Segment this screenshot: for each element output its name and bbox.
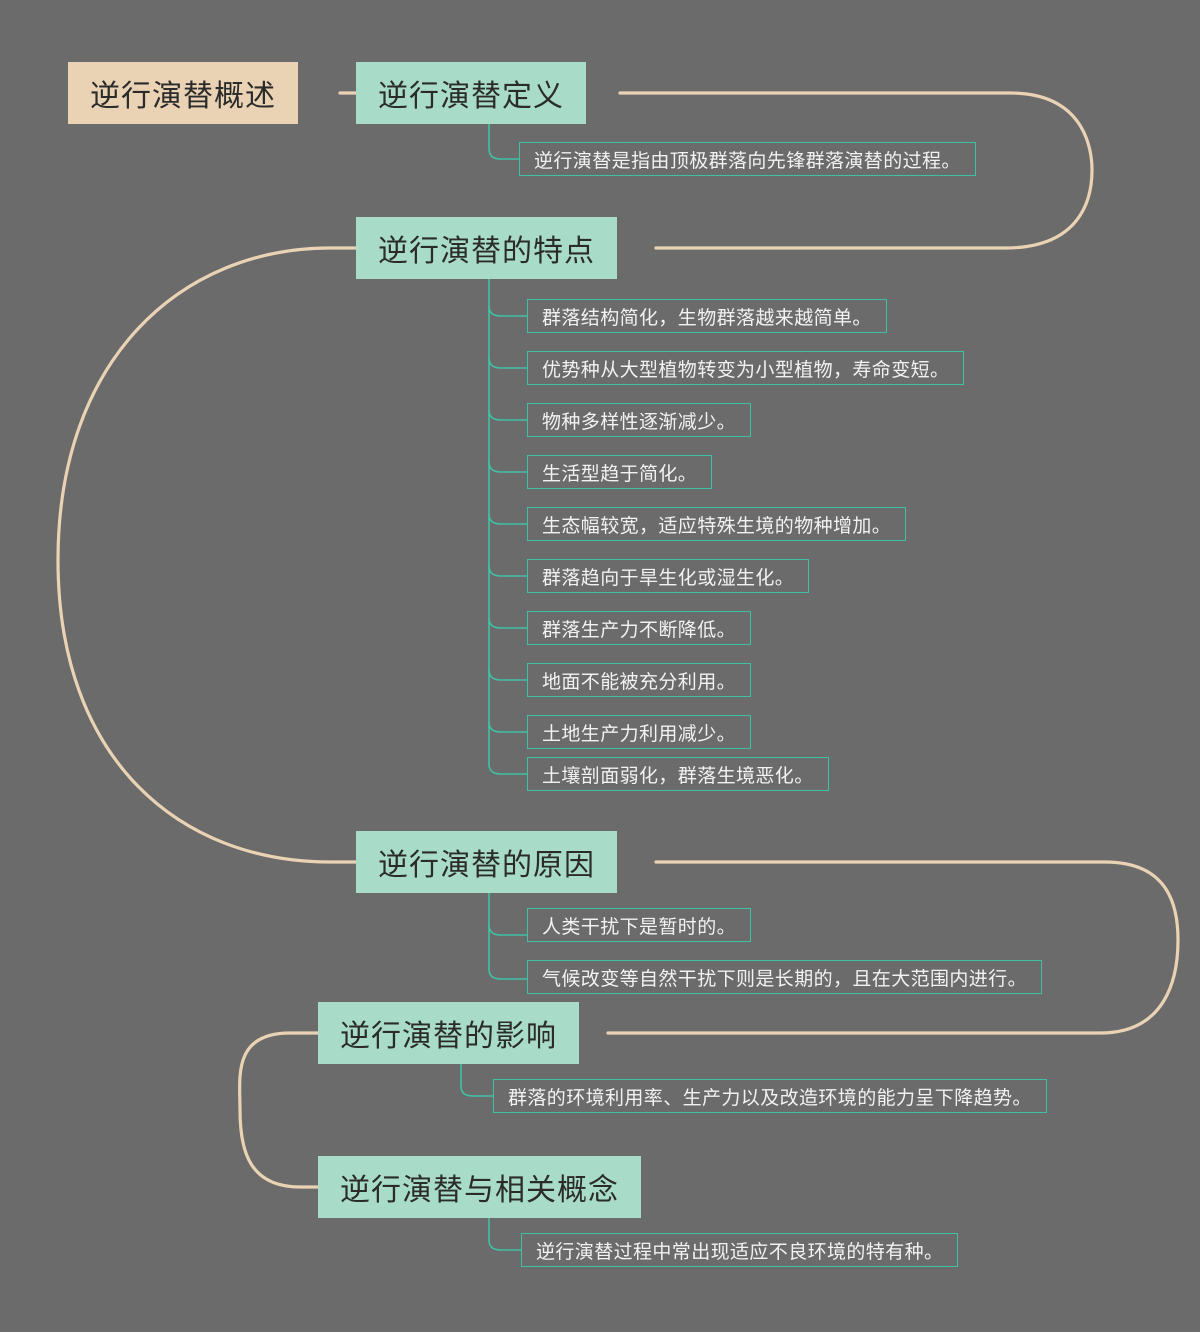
leaf-connector-definition-0 xyxy=(488,123,520,160)
leaf-node-features-9[interactable]: 土壤剖面弱化，群落生境恶化。 xyxy=(527,757,829,791)
leaf-node-features-8-label: 土地生产力利用减少。 xyxy=(542,723,737,745)
connector-causes-to-effects xyxy=(606,860,1180,1035)
connector-features-to-causes xyxy=(56,246,358,864)
leaf-node-effects-0-label: 群落的环境利用率、生产力以及改造环境的能力呈下降趋势。 xyxy=(508,1087,1032,1109)
leaf-connector-features-8 xyxy=(488,721,528,733)
leaf-connector-causes-1 xyxy=(488,968,528,980)
leaf-node-related-concepts-0[interactable]: 逆行演替过程中常出现适应不良环境的特有种。 xyxy=(521,1233,959,1267)
leaf-connector-features-1 xyxy=(488,357,528,369)
leaf-connector-features-2 xyxy=(488,409,528,421)
leaf-node-features-0-label: 群落结构简化，生物群落越来越简单。 xyxy=(542,307,872,329)
leaf-node-features-4[interactable]: 生态幅较宽，适应特殊生境的物种增加。 xyxy=(527,507,907,541)
branch-node-definition-label: 逆行演替定义 xyxy=(378,80,564,113)
leaf-connector-features-5 xyxy=(488,565,528,577)
leaf-node-features-5-label: 群落趋向于旱生化或湿生化。 xyxy=(542,567,795,589)
branch-node-effects-label: 逆行演替的影响 xyxy=(340,1020,557,1053)
leaf-node-causes-0[interactable]: 人类干扰下是暂时的。 xyxy=(527,908,752,942)
branch-node-definition[interactable]: 逆行演替定义 xyxy=(356,62,586,124)
connector-effects-to-concepts xyxy=(238,1031,320,1189)
leaf-node-features-6[interactable]: 群落生产力不断降低。 xyxy=(527,611,752,645)
leaf-node-features-2-label: 物种多样性逐渐减少。 xyxy=(542,411,737,433)
leaf-connector-features-0 xyxy=(488,305,528,317)
leaf-node-features-8[interactable]: 土地生产力利用减少。 xyxy=(527,715,752,749)
leaf-connector-features-9 xyxy=(488,763,528,775)
leaf-node-definition-0[interactable]: 逆行演替是指由顶极群落向先锋群落演替的过程。 xyxy=(519,142,976,176)
leaf-node-features-9-label: 土壤剖面弱化，群落生境恶化。 xyxy=(542,765,814,787)
leaf-connector-features-4 xyxy=(488,513,528,525)
leaf-node-features-7[interactable]: 地面不能被充分利用。 xyxy=(527,663,752,697)
leaf-node-definition-0-label: 逆行演替是指由顶极群落向先锋群落演替的过程。 xyxy=(534,150,961,172)
leaf-node-features-7-label: 地面不能被充分利用。 xyxy=(542,671,737,693)
leaf-node-features-1-label: 优势种从大型植物转变为小型植物，寿命变短。 xyxy=(542,359,950,381)
leaf-connector-features-3 xyxy=(488,461,528,473)
leaf-node-features-3-label: 生活型趋于简化。 xyxy=(542,463,698,485)
branch-node-effects[interactable]: 逆行演替的影响 xyxy=(318,1002,579,1064)
branch-node-related-concepts[interactable]: 逆行演替与相关概念 xyxy=(318,1156,641,1218)
leaf-connector-features-6 xyxy=(488,617,528,629)
leaf-connector-effects-0 xyxy=(460,1063,494,1097)
leaf-node-features-3[interactable]: 生活型趋于简化。 xyxy=(527,455,713,489)
leaf-node-features-4-label: 生态幅较宽，适应特殊生境的物种增加。 xyxy=(542,515,892,537)
branch-node-related-concepts-label: 逆行演替与相关概念 xyxy=(340,1174,619,1207)
leaf-node-features-5[interactable]: 群落趋向于旱生化或湿生化。 xyxy=(527,559,810,593)
branch-node-causes-label: 逆行演替的原因 xyxy=(378,849,595,882)
leaf-node-related-concepts-0-label: 逆行演替过程中常出现适应不良环境的特有种。 xyxy=(536,1241,944,1263)
branch-node-causes[interactable]: 逆行演替的原因 xyxy=(356,831,617,893)
branch-node-features[interactable]: 逆行演替的特点 xyxy=(356,217,617,279)
leaf-node-causes-0-label: 人类干扰下是暂时的。 xyxy=(542,916,737,938)
branch-node-features-label: 逆行演替的特点 xyxy=(378,235,595,268)
leaf-node-features-6-label: 群落生产力不断降低。 xyxy=(542,619,737,641)
leaf-node-causes-1-label: 气候改变等自然干扰下则是长期的，且在大范围内进行。 xyxy=(542,968,1028,990)
leaf-connector-features-7 xyxy=(488,669,528,681)
leaf-connector-causes-0 xyxy=(488,924,528,936)
leaf-node-features-0[interactable]: 群落结构简化，生物群落越来越简单。 xyxy=(527,299,887,333)
root-node-label: 逆行演替概述 xyxy=(90,80,276,113)
leaf-node-effects-0[interactable]: 群落的环境利用率、生产力以及改造环境的能力呈下降趋势。 xyxy=(493,1079,1047,1113)
leaf-node-causes-1[interactable]: 气候改变等自然干扰下则是长期的，且在大范围内进行。 xyxy=(527,960,1043,994)
leaf-node-features-1[interactable]: 优势种从大型植物转变为小型植物，寿命变短。 xyxy=(527,351,965,385)
leaf-node-features-2[interactable]: 物种多样性逐渐减少。 xyxy=(527,403,752,437)
leaf-connector-concepts-0 xyxy=(488,1217,522,1251)
root-node[interactable]: 逆行演替概述 xyxy=(68,62,298,124)
